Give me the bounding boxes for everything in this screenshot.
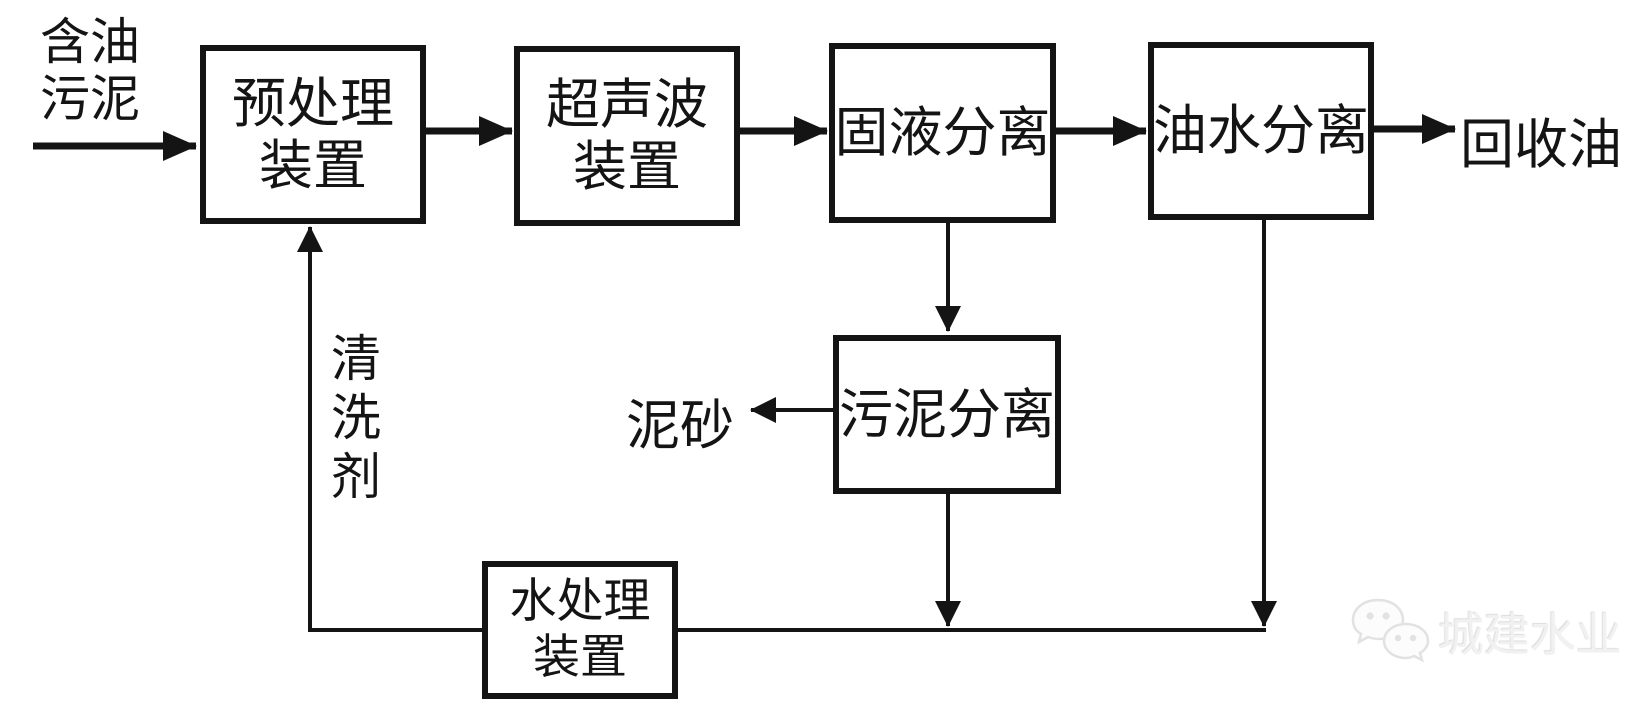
node-ultrasonic-unit: 超声波 装置 [514,46,740,226]
node-sludge-separation: 污泥分离 [833,335,1061,494]
recovered-oil-label: 回收油 [1460,113,1622,176]
node-oil-water-separation: 油水分离 [1148,42,1374,220]
node-label: 预处理 [232,71,394,135]
cleaning-agent-label: 清洗剂 [323,332,381,509]
sediment-label: 泥砂 [626,394,734,457]
node-water-treatment-unit: 水处理 装置 [482,561,678,699]
wechat-logo-icon [1351,598,1430,663]
node-label: 超声波 [546,73,708,136]
main-flow-arrows [33,114,1456,161]
node-solid-liquid-separation: 固液分离 [829,43,1056,223]
node-label: 油水分离 [1153,99,1369,162]
node-label: 水处理 [509,574,651,629]
input-stream-label: 含油 污泥 [40,14,140,128]
secondary-flow-lines [297,220,1277,632]
node-label: 污泥分离 [839,382,1055,446]
node-label: 装置 [573,135,681,198]
node-label: 装置 [259,133,367,197]
watermark-text: 城建水业 [1438,608,1622,662]
watermark: 城建水业 [1348,594,1622,670]
node-pretreatment-unit: 预处理 装置 [200,45,426,224]
node-label: 装置 [533,630,627,685]
input-stream-label-line2: 污泥 [40,70,140,128]
node-label: 固液分离 [834,101,1051,164]
input-stream-label-line1: 含油 [40,13,140,71]
